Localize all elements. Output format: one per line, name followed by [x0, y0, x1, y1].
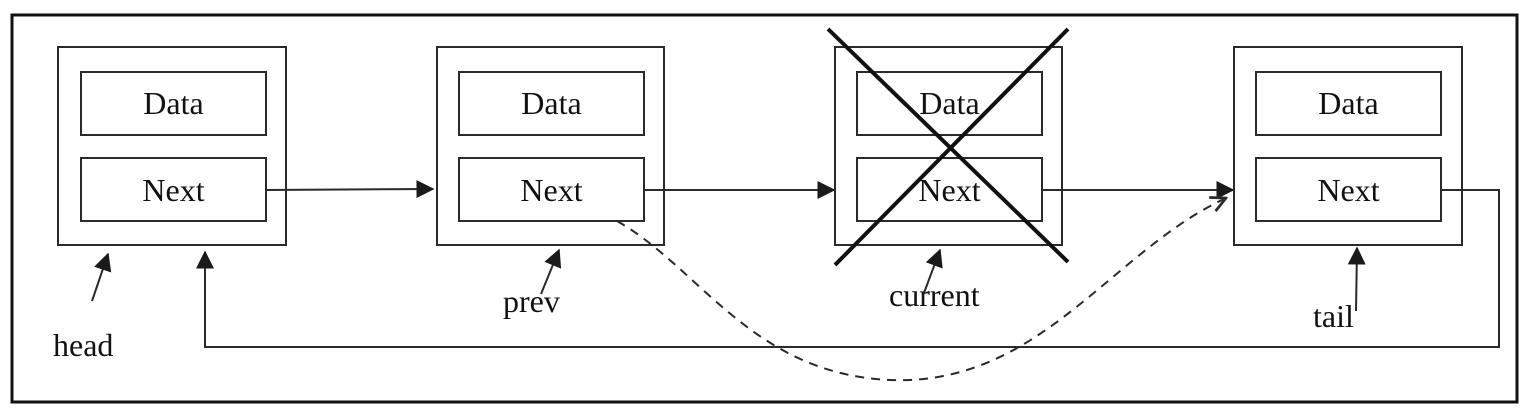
node-2-data-field [458, 71, 645, 136]
node-4: Data Next [1233, 46, 1463, 246]
current-pointer-arrow [923, 248, 943, 294]
current-pointer-label: current [889, 277, 980, 313]
node-3-next-label: Next [918, 172, 980, 208]
node-3-data-field [856, 71, 1043, 136]
node-3-delete-cross-stroke-2 [833, 27, 1070, 267]
node-1-data-label: Data [143, 85, 203, 121]
tail-pointer-label: tail [1313, 298, 1354, 334]
node-2: Data Next [436, 46, 665, 246]
link-node-1-to-node-2 [265, 180, 435, 199]
tail-pointer: tail [1313, 246, 1366, 334]
node-4-next-label: Next [1317, 172, 1379, 208]
node-2-data-label: Data [521, 85, 581, 121]
prev-pointer-arrow [540, 248, 562, 295]
node-2-next-field [458, 157, 645, 222]
node-3-delete-cross-stroke-1 [826, 27, 1070, 264]
head-pointer-label: head [53, 327, 113, 363]
node-4-data-field [1255, 71, 1442, 136]
head-pointer: head [53, 252, 113, 363]
node-1: Data Next [57, 46, 287, 246]
prev-pointer-label: prev [503, 283, 560, 319]
node-1-next-label: Next [142, 172, 204, 208]
node-4-data-label: Data [1318, 85, 1378, 121]
node-3-data-label: Data [919, 85, 979, 121]
node-1-data-field [80, 71, 267, 136]
tail-pointer-arrow [1347, 246, 1366, 312]
node-3: Data Next [826, 27, 1070, 267]
link-bypass-node-2-to-node-4 [616, 198, 1226, 382]
node-2-next-label: Next [520, 172, 582, 208]
current-pointer: current [889, 248, 980, 313]
prev-pointer: prev [503, 248, 562, 319]
head-pointer-arrow [91, 252, 112, 302]
link-node-4-to-node-1-circular [196, 189, 1500, 348]
